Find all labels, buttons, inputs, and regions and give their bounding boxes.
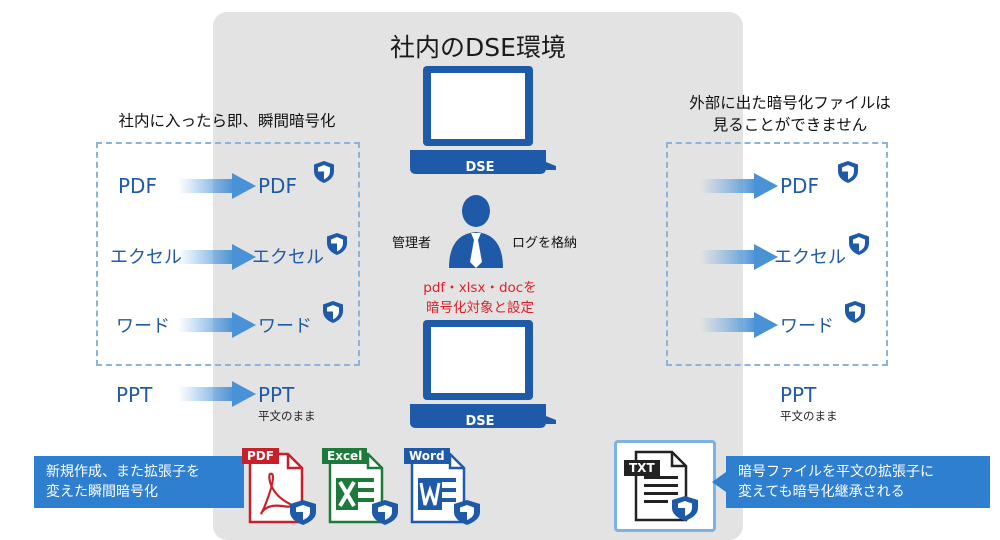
callout-right-line2: 変えても暗号化継承される bbox=[738, 484, 905, 500]
arrow-icon bbox=[700, 171, 778, 201]
shield-icon bbox=[313, 160, 335, 184]
right-result-excel: エクセル bbox=[774, 247, 846, 268]
laptop-icon bbox=[410, 320, 556, 428]
left-source-excel: エクセル bbox=[110, 247, 182, 268]
laptop-label-top: DSE bbox=[465, 160, 495, 175]
shield-icon bbox=[848, 232, 870, 256]
pdf-file-icon: PDF bbox=[242, 448, 324, 528]
shield-icon bbox=[322, 300, 344, 324]
arrow-icon bbox=[178, 242, 256, 272]
right-ppt-note: 平文のまま bbox=[780, 409, 838, 423]
right-external-box bbox=[666, 142, 888, 366]
left-result-excel: エクセル bbox=[252, 247, 324, 268]
person-icon bbox=[449, 195, 503, 268]
left-encrypt-box bbox=[96, 142, 360, 366]
txt-file-icon: TXT bbox=[622, 446, 706, 526]
shield-icon bbox=[326, 232, 348, 256]
shield-icon bbox=[844, 300, 866, 324]
callout-left: 新規作成、また拡張子を 変えた瞬間暗号化 bbox=[34, 456, 244, 508]
excel-file-icon: Excel bbox=[322, 448, 404, 528]
laptop-label-bottom: DSE bbox=[465, 414, 495, 429]
callout-pointer bbox=[712, 472, 726, 492]
config-line1: pdf・xlsx・docを bbox=[423, 280, 537, 296]
arrow-icon bbox=[178, 310, 256, 340]
right-result-pdf: PDF bbox=[780, 174, 819, 198]
callout-left-line2: 変えた瞬間暗号化 bbox=[46, 484, 158, 500]
right-result-word: ワード bbox=[780, 316, 834, 337]
laptop-icon bbox=[410, 66, 556, 174]
log-label: ログを格納 bbox=[512, 236, 578, 251]
right-heading-line2: 見ることができません bbox=[712, 116, 868, 134]
arrow-icon bbox=[700, 310, 778, 340]
callout-right: 暗号ファイルを平文の拡張子に 変えても暗号化継承される bbox=[726, 456, 990, 508]
left-result-ppt: PPT bbox=[258, 383, 295, 407]
config-line2: 暗号化対象と設定 bbox=[426, 300, 534, 316]
callout-left-line1: 新規作成、また拡張子を bbox=[46, 464, 200, 480]
word-file-icon: Word bbox=[404, 448, 486, 528]
left-source-ppt: PPT bbox=[116, 383, 153, 407]
diagram-title: 社内のDSE環境 bbox=[390, 33, 566, 62]
callout-right-line1: 暗号ファイルを平文の拡張子に bbox=[738, 464, 934, 480]
left-ppt-note: 平文のまま bbox=[258, 409, 316, 423]
pdf-badge: PDF bbox=[242, 448, 279, 464]
left-result-word: ワード bbox=[258, 316, 312, 337]
txt-badge: TXT bbox=[624, 460, 660, 476]
arrow-icon bbox=[700, 242, 778, 272]
admin-label: 管理者 bbox=[392, 236, 432, 251]
right-heading-line1: 外部に出た暗号化ファイルは bbox=[689, 94, 891, 112]
excel-badge: Excel bbox=[322, 448, 368, 464]
left-result-pdf: PDF bbox=[258, 174, 297, 198]
shield-icon bbox=[837, 160, 859, 184]
left-heading: 社内に入ったら即、瞬間暗号化 bbox=[118, 112, 336, 130]
arrow-icon bbox=[178, 379, 256, 409]
word-badge: Word bbox=[404, 448, 450, 464]
left-source-word: ワード bbox=[116, 316, 170, 337]
arrow-icon bbox=[178, 171, 256, 201]
callout-pointer bbox=[220, 472, 234, 492]
left-source-pdf: PDF bbox=[118, 174, 157, 198]
right-result-ppt: PPT bbox=[780, 383, 817, 407]
